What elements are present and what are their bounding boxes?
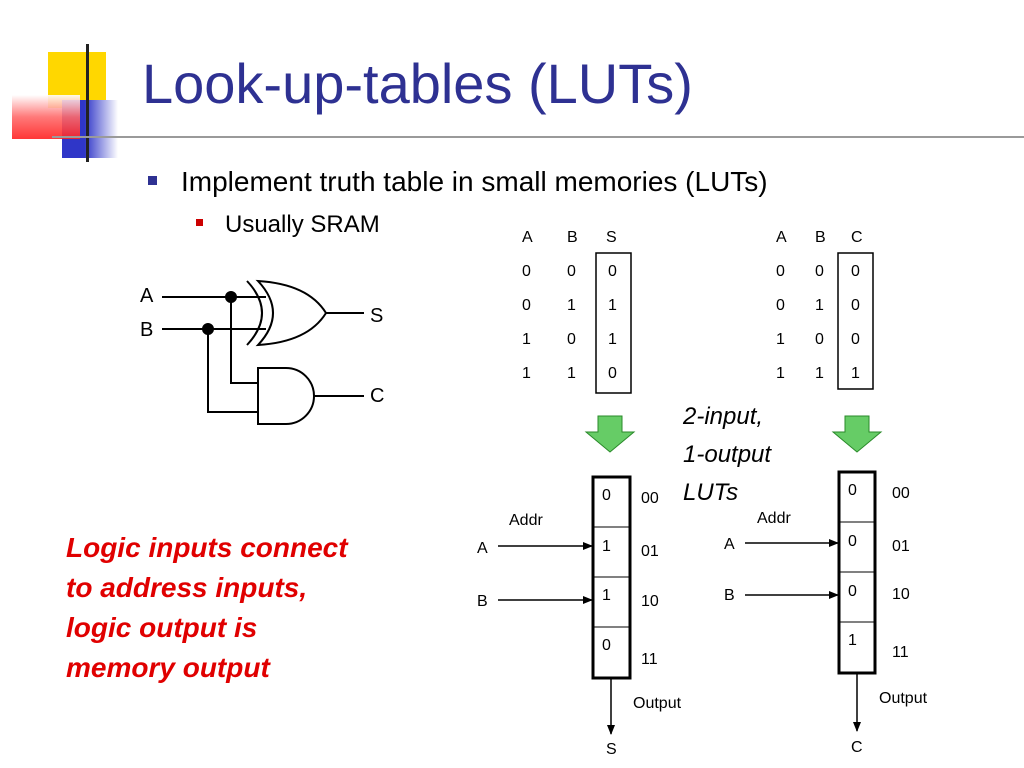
explanation-note: Logic inputs connect to address inputs, … xyxy=(66,528,426,688)
table-cell: 0 xyxy=(608,365,617,382)
sum-lut-memory: 0 1 1 0 00 01 10 11 Addr A B Output S xyxy=(477,475,682,758)
circuit-input-b: B xyxy=(140,319,153,341)
output-column-box xyxy=(837,252,874,390)
note-line: memory output xyxy=(66,652,270,683)
table-cell: 0 xyxy=(851,331,860,348)
table-cell: 1 xyxy=(815,365,824,382)
memory-cell: 0 xyxy=(848,533,857,550)
down-arrow-icon xyxy=(831,415,883,453)
table-cell: 0 xyxy=(522,297,531,314)
memory-cell: 0 xyxy=(602,637,611,654)
table-header: A xyxy=(776,229,787,246)
lut-note-line: LUTs xyxy=(683,479,739,506)
address-label: 11 xyxy=(641,651,658,668)
deco-vertical-line xyxy=(86,44,89,162)
memory-cell: 1 xyxy=(848,632,857,649)
table-cell: 1 xyxy=(851,365,860,382)
xor-gate xyxy=(246,280,263,346)
table-cell: 0 xyxy=(522,263,531,280)
table-cell: 1 xyxy=(522,365,531,382)
table-cell: 0 xyxy=(851,263,860,280)
address-label: 10 xyxy=(641,593,659,610)
table-cell: 0 xyxy=(815,263,824,280)
bullet-level2-text: Usually SRAM xyxy=(225,211,380,238)
bullet-square-icon xyxy=(148,176,157,186)
carry-lut-memory: 0 0 0 1 00 01 10 11 Addr A B Output C xyxy=(724,470,928,756)
lut-input-a: A xyxy=(724,536,735,553)
address-label: 00 xyxy=(641,490,659,507)
table-header: B xyxy=(567,229,578,246)
address-label: 01 xyxy=(641,543,659,560)
output-label: Output xyxy=(879,690,928,707)
table-cell: 0 xyxy=(851,297,860,314)
bullet-level1-text: Implement truth table in small memories … xyxy=(181,166,768,197)
lut-input-b: B xyxy=(724,587,735,604)
deco-red-square xyxy=(12,95,80,139)
xor-gate-body xyxy=(255,279,328,347)
table-cell: 1 xyxy=(522,331,531,348)
circuit-output-s: S xyxy=(370,305,383,327)
title-divider xyxy=(52,136,1024,138)
addr-label: Addr xyxy=(757,510,791,527)
output-name: C xyxy=(851,739,863,756)
corner-decoration xyxy=(0,0,150,170)
down-arrow-icon xyxy=(584,415,636,453)
address-label: 01 xyxy=(892,538,910,555)
bullet-square-icon xyxy=(196,219,203,227)
and-gate xyxy=(257,367,315,425)
table-cell: 0 xyxy=(776,297,785,314)
note-line: to address inputs, xyxy=(66,572,308,603)
address-label: 11 xyxy=(892,644,909,661)
table-header: B xyxy=(815,229,826,246)
table-header: S xyxy=(606,229,617,246)
half-adder-circuit: A B S C xyxy=(140,279,384,425)
lut-description: 2-input, 1-output LUTs xyxy=(683,398,771,512)
bullet-level2: Usually SRAM xyxy=(196,211,380,239)
table-header: A xyxy=(522,229,533,246)
addr-label: Addr xyxy=(509,512,543,529)
table-cell: 0 xyxy=(608,263,617,280)
table-cell: 1 xyxy=(815,297,824,314)
memory-cell: 0 xyxy=(848,583,857,600)
wire-a-to-and xyxy=(230,297,258,384)
note-line: Logic inputs connect xyxy=(66,532,348,563)
circuit-output-c: C xyxy=(370,385,384,407)
memory-cell: 0 xyxy=(848,482,857,499)
output-column-box xyxy=(595,252,632,394)
wire-b-to-and xyxy=(207,329,258,413)
table-cell: 0 xyxy=(815,331,824,348)
output-label: Output xyxy=(633,695,682,712)
address-label: 00 xyxy=(892,485,910,502)
lut-note-line: 1-output xyxy=(683,441,772,468)
lut-input-a: A xyxy=(477,540,488,557)
bullet-level1: Implement truth table in small memories … xyxy=(148,166,768,198)
table-header: C xyxy=(851,229,863,246)
carry-truth-table: A B C 0 0 0 0 1 0 1 0 0 1 1 1 xyxy=(776,229,874,390)
table-cell: 0 xyxy=(776,263,785,280)
memory-cell: 0 xyxy=(602,487,611,504)
table-cell: 1 xyxy=(608,331,617,348)
memory-cell: 1 xyxy=(602,587,611,604)
table-cell: 1 xyxy=(567,365,576,382)
table-cell: 1 xyxy=(776,365,785,382)
table-cell: 1 xyxy=(776,331,785,348)
table-cell: 1 xyxy=(608,297,617,314)
table-cell: 0 xyxy=(567,331,576,348)
table-cell: 1 xyxy=(567,297,576,314)
lut-input-b: B xyxy=(477,593,488,610)
page-title: Look-up-tables (LUTs) xyxy=(142,52,693,115)
sum-truth-table: A B S 0 0 0 0 1 1 1 0 1 1 1 0 xyxy=(522,229,632,394)
output-name: S xyxy=(606,741,617,758)
address-label: 10 xyxy=(892,586,910,603)
circuit-input-a: A xyxy=(140,285,154,307)
table-cell: 0 xyxy=(567,263,576,280)
lut-note-line: 2-input, xyxy=(683,403,764,430)
memory-cell: 1 xyxy=(602,538,611,555)
note-line: logic output is xyxy=(66,612,258,643)
